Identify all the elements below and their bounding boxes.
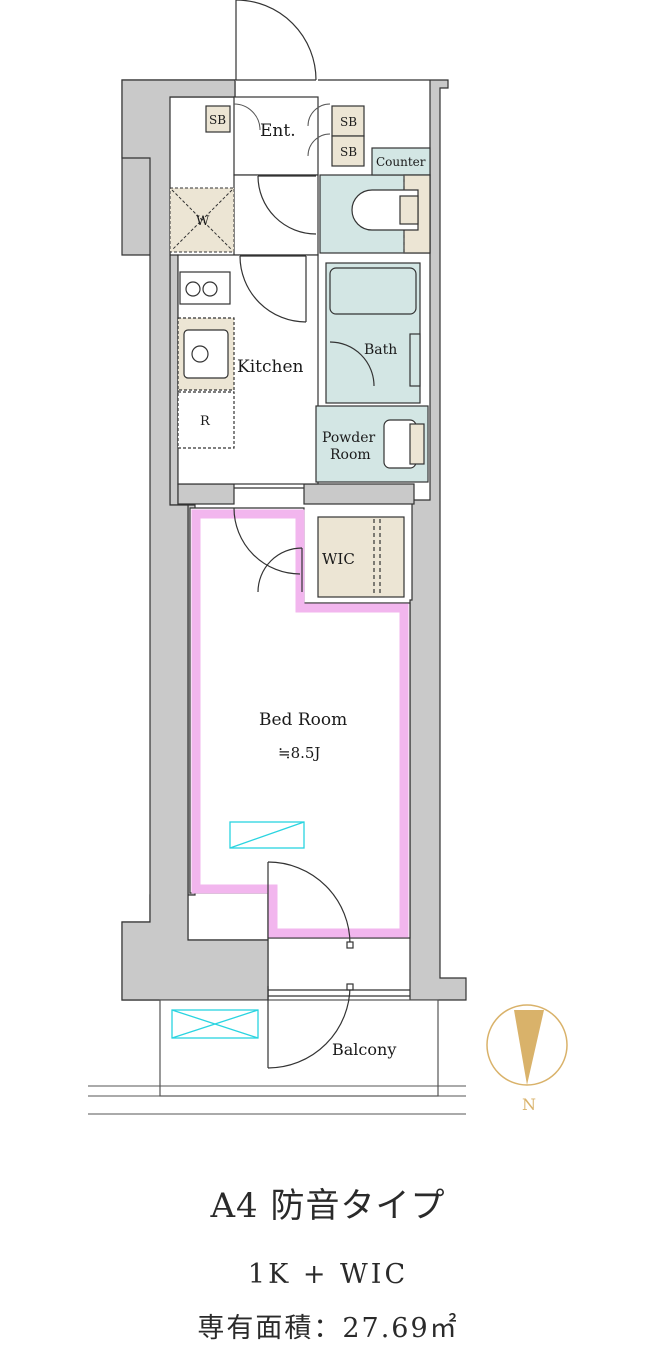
bedroom-door (233, 487, 304, 575)
label-balcony: Balcony (332, 1040, 396, 1059)
entrance-door (235, 0, 317, 81)
wall-mid2 (303, 483, 415, 505)
label-bath: Bath (364, 342, 397, 358)
toilet-area (319, 147, 431, 254)
balcony-door (267, 861, 410, 1069)
bath (325, 262, 421, 404)
window-marker-balcony (171, 1009, 259, 1039)
entrance-floor (233, 96, 319, 176)
label-bedroom-size: ≒8.5J (278, 744, 320, 762)
washer (169, 187, 235, 253)
label-fridge: R (200, 414, 211, 429)
fridge (177, 391, 235, 449)
label-wic: WIC (322, 550, 355, 568)
label-shoe-box-right-top: SB (340, 115, 357, 129)
wic-door (257, 547, 303, 593)
bathtub (329, 267, 417, 315)
kitchen-counter (177, 271, 235, 449)
shoe-box-left (205, 105, 231, 133)
label-kitchen: Kitchen (237, 357, 303, 377)
balcony-railing (88, 1000, 466, 1115)
powder-room (315, 405, 429, 483)
label-powder-2: Room (330, 447, 371, 463)
label-counter: Counter (376, 155, 426, 169)
label-bedroom: Bed Room (259, 710, 347, 730)
window-markers (171, 821, 305, 1039)
wic (317, 516, 405, 598)
label-powder-1: Powder (322, 430, 376, 446)
shoe-box-right-bottom (331, 135, 365, 167)
wall-mid (177, 483, 235, 505)
shoe-boxes (205, 105, 365, 167)
label-shoe-box-right-bottom: SB (340, 145, 357, 159)
corridor-floor (233, 174, 319, 256)
wall-left-outer (121, 79, 269, 1001)
floors (159, 96, 439, 1097)
entrance-closet-doors (233, 103, 331, 157)
kitchen-door (239, 255, 307, 323)
window-marker-bedroom (229, 821, 305, 849)
counter (371, 147, 431, 176)
compass-needle-icon (514, 1010, 544, 1085)
compass-label: N (522, 1095, 536, 1114)
plan-title: A4 防音タイプ (210, 1186, 446, 1226)
plan-layout-type: 1K + WIC (247, 1259, 409, 1290)
soundproof-outline (191, 509, 409, 938)
room-labels: Ent. SB SB SB Counter W Kitchen R Bath P… (196, 113, 426, 1059)
shoe-box-right-top (331, 105, 365, 137)
stove (179, 271, 231, 305)
label-entrance: Ent. (260, 121, 296, 141)
compass: N (486, 1004, 568, 1114)
toilet-door (257, 175, 317, 235)
label-washer: W (196, 214, 210, 229)
plan-area: 専有面積：27.69㎡ (197, 1313, 459, 1344)
label-shoe-box-left: SB (209, 113, 226, 127)
